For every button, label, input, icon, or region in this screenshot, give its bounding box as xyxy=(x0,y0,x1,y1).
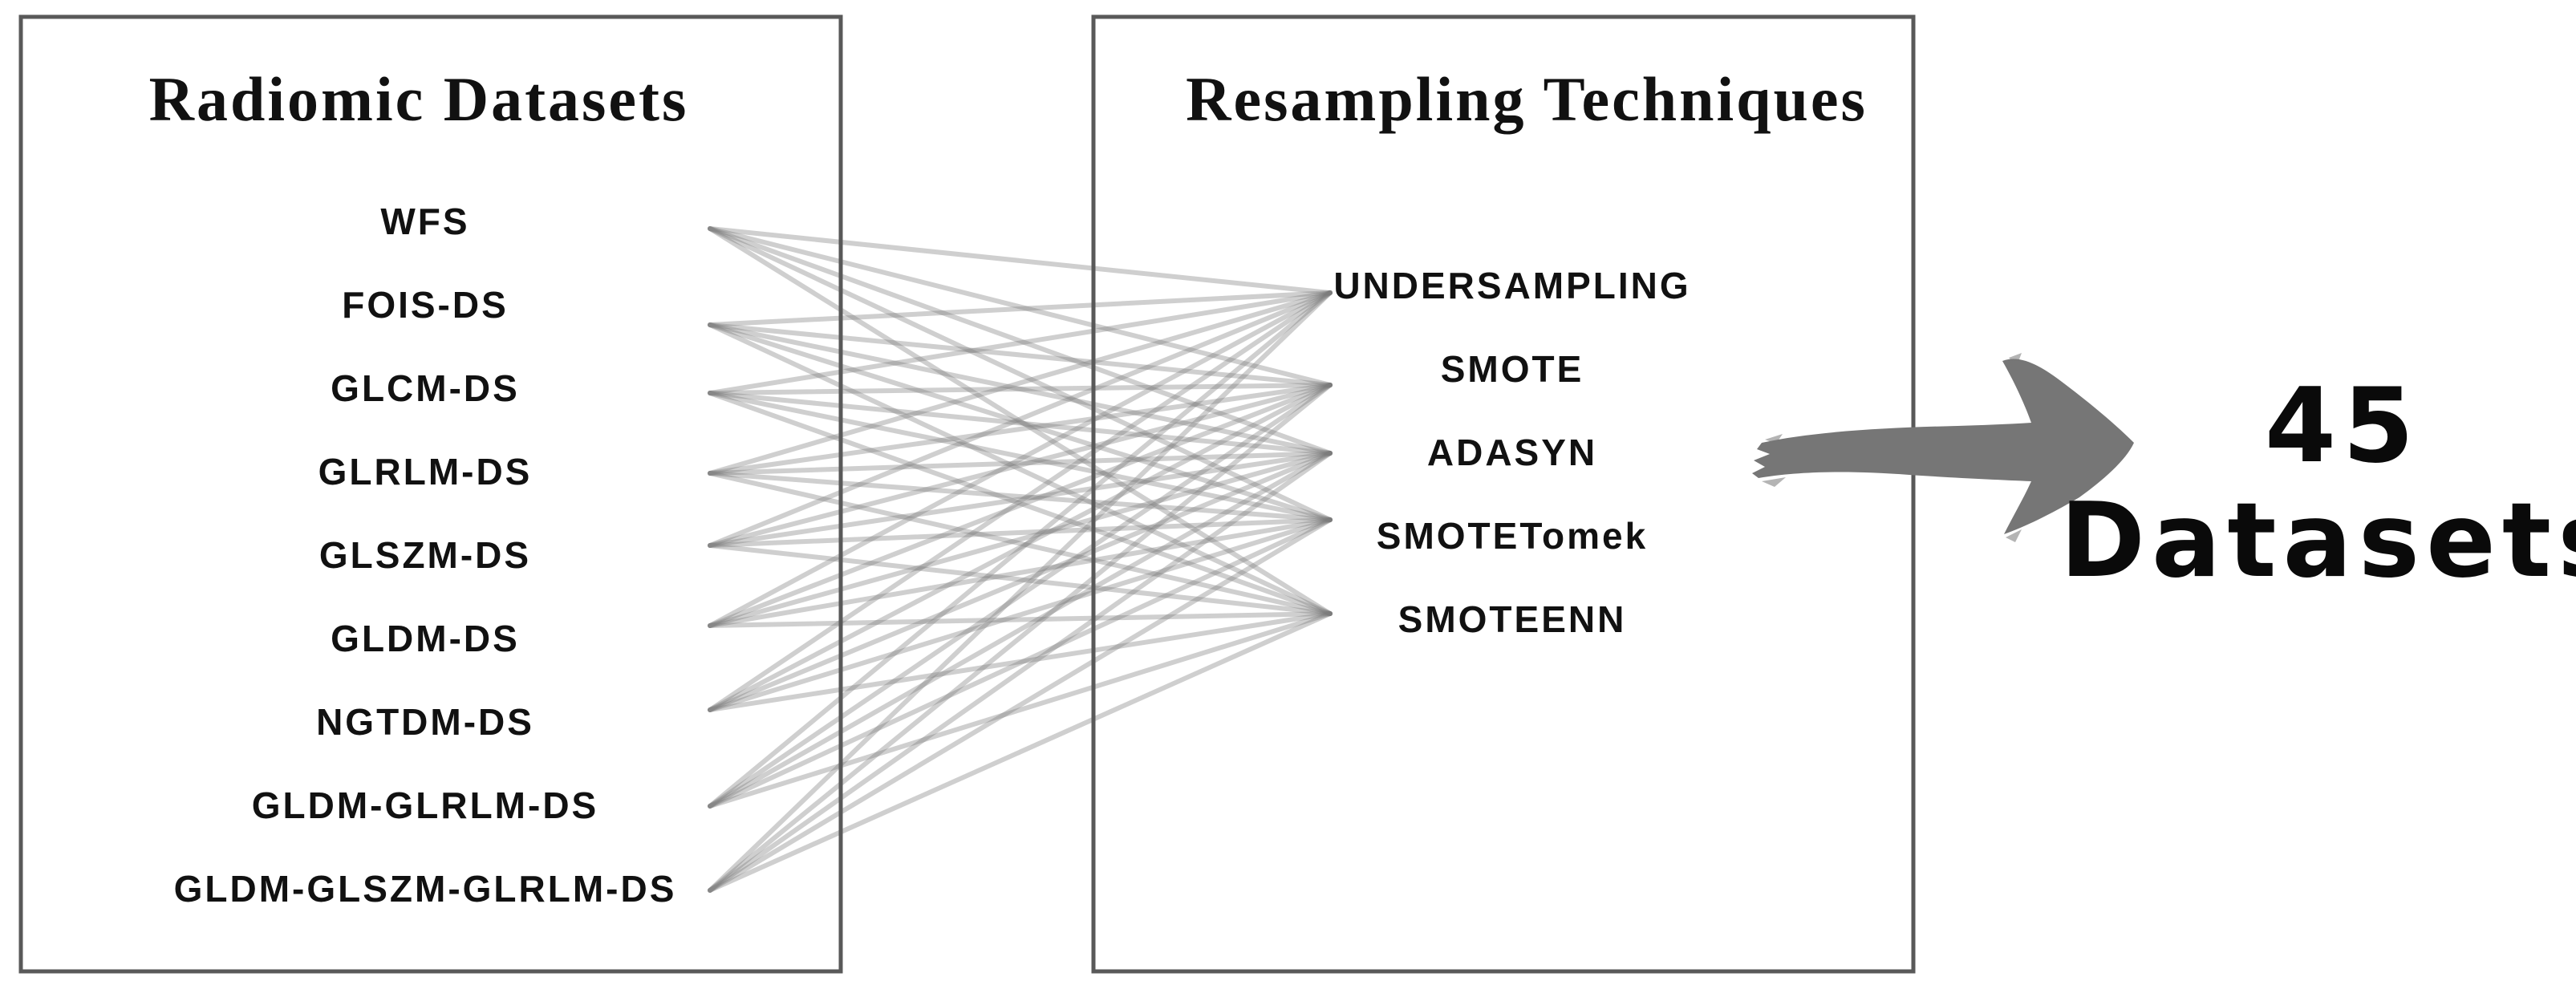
connector-glrlm-ds-to-smoteenn xyxy=(708,471,1333,616)
connector-fois-ds-to-smotetomek xyxy=(708,322,1333,522)
resampling-technique-smotetomek: SMOTETomek xyxy=(1377,515,1648,557)
connector-glszm-ds-to-smoteenn xyxy=(708,543,1333,616)
connector-glszm-ds-to-undersampling xyxy=(708,290,1333,548)
connector-gldm-ds-to-smote xyxy=(708,383,1333,628)
connector-glrlm-ds-to-adasyn xyxy=(708,451,1333,476)
connector-gldm-glrlm-ds-to-smotetomek xyxy=(708,517,1333,809)
connector-glcm-ds-to-smotetomek xyxy=(708,391,1333,522)
resampling-technique-list: UNDERSAMPLING SMOTE ADASYN SMOTETomekSMOTEE… xyxy=(1333,265,1690,640)
radiomic-dataset-glrlm-ds: GLRLM-DS xyxy=(318,451,533,492)
connector-glszm-ds-to-smote xyxy=(708,383,1333,548)
radiomic-dataset-gldm-glrlm-ds: GLDM-GLRLM-DS xyxy=(252,784,598,826)
connector-ngtdm-ds-to-smoteenn xyxy=(708,611,1333,712)
connector-glrlm-ds-to-undersampling xyxy=(708,290,1333,476)
connector-gldm-glszm-glrlm-ds-to-smote xyxy=(708,383,1333,893)
resampling-technique-smoteenn: SMOTEENN xyxy=(1398,598,1627,640)
result-count: 45 xyxy=(2265,367,2420,486)
resampling-technique-smote: SMOTE xyxy=(1441,348,1584,390)
connector-fois-ds-to-smote xyxy=(708,322,1333,387)
connector-gldm-glszm-glrlm-ds-to-adasyn xyxy=(708,451,1333,893)
connector-glcm-ds-to-undersampling xyxy=(708,290,1333,395)
connector-glcm-ds-to-smoteenn xyxy=(708,391,1333,616)
radiomic-dataset-ngtdm-ds: NGTDM-DS xyxy=(316,701,534,743)
connector-gldm-glrlm-ds-to-adasyn xyxy=(708,451,1333,809)
connector-gldm-glrlm-ds-to-undersampling xyxy=(708,290,1333,809)
radiomic-dataset-gldm-glszm-glrlm-ds: GLDM-GLSZM-GLRLM-DS xyxy=(174,868,677,910)
resampling-technique-adasyn: ADASYN xyxy=(1427,432,1597,473)
connector-wfs-to-smote xyxy=(708,226,1333,387)
resampling-technique-undersampling: UNDERSAMPLING xyxy=(1333,265,1690,306)
connector-ngtdm-ds-to-smote xyxy=(708,383,1333,712)
connector-glszm-ds-to-adasyn xyxy=(708,451,1333,548)
connector-wfs-to-smotetomek xyxy=(708,226,1333,522)
connector-gldm-glrlm-ds-to-smoteenn xyxy=(708,611,1333,809)
connector-glrlm-ds-to-smote xyxy=(708,383,1333,476)
radiomic-datasets-panel: Radiomic Datasets WFS FOIS-DS GLCM-DS GLRLM… xyxy=(18,14,843,974)
connector-ngtdm-ds-to-smotetomek xyxy=(708,517,1333,712)
connector-glcm-ds-to-smote xyxy=(708,383,1333,395)
connector-gldm-glrlm-ds-to-smote xyxy=(708,383,1333,809)
radiomic-dataset-list: WFS FOIS-DS GLCM-DS GLRLM-DS GLSZM-DS GLDM-DS… xyxy=(174,201,677,910)
connector-glrlm-ds-to-smotetomek xyxy=(708,471,1333,522)
connector-glcm-ds-to-adasyn xyxy=(708,391,1333,456)
brush-arrow-right-icon xyxy=(1752,353,2134,542)
radiomic-dataset-glcm-ds: GLCM-DS xyxy=(331,367,520,409)
connector-gldm-ds-to-smotetomek xyxy=(708,517,1333,628)
connector-gldm-ds-to-smoteenn xyxy=(708,611,1333,628)
radiomic-dataset-wfs: WFS xyxy=(380,201,469,242)
radiomic-dataset-glszm-ds: GLSZM-DS xyxy=(319,534,531,576)
connector-ngtdm-ds-to-undersampling xyxy=(708,290,1333,712)
radiomic-dataset-fois-ds: FOIS-DS xyxy=(342,284,509,326)
connector-gldm-glszm-glrlm-ds-to-undersampling xyxy=(708,290,1333,893)
connector-ngtdm-ds-to-adasyn xyxy=(708,451,1333,712)
result-summary: 45 Datasets xyxy=(2060,367,2576,601)
connector-lines xyxy=(708,226,1333,893)
connector-glszm-ds-to-smotetomek xyxy=(708,517,1333,548)
connector-gldm-ds-to-undersampling xyxy=(708,290,1333,628)
connector-wfs-to-smoteenn xyxy=(708,226,1333,616)
result-label: Datasets xyxy=(2060,481,2576,601)
connector-gldm-glszm-glrlm-ds-to-smoteenn xyxy=(708,611,1333,893)
resampling-techniques-panel: Resampling Techniques UNDERSAMPLING SMOTE… xyxy=(1091,14,1916,974)
resampling-techniques-title: Resampling Techniques xyxy=(1186,64,1868,134)
resampling-techniques-box xyxy=(1091,14,1916,974)
connector-gldm-ds-to-adasyn xyxy=(708,451,1333,628)
connector-fois-ds-to-adasyn xyxy=(708,322,1333,456)
radiomic-datasets-box xyxy=(18,14,843,974)
radiomic-dataset-gldm-ds: GLDM-DS xyxy=(331,618,520,659)
connector-fois-ds-to-undersampling xyxy=(708,290,1333,327)
connector-gldm-glszm-glrlm-ds-to-smotetomek xyxy=(708,517,1333,893)
connector-fois-ds-to-smoteenn xyxy=(708,322,1333,616)
connector-wfs-to-undersampling xyxy=(708,226,1333,295)
radiomic-datasets-title: Radiomic Datasets xyxy=(149,64,689,134)
connector-wfs-to-adasyn xyxy=(708,226,1333,456)
